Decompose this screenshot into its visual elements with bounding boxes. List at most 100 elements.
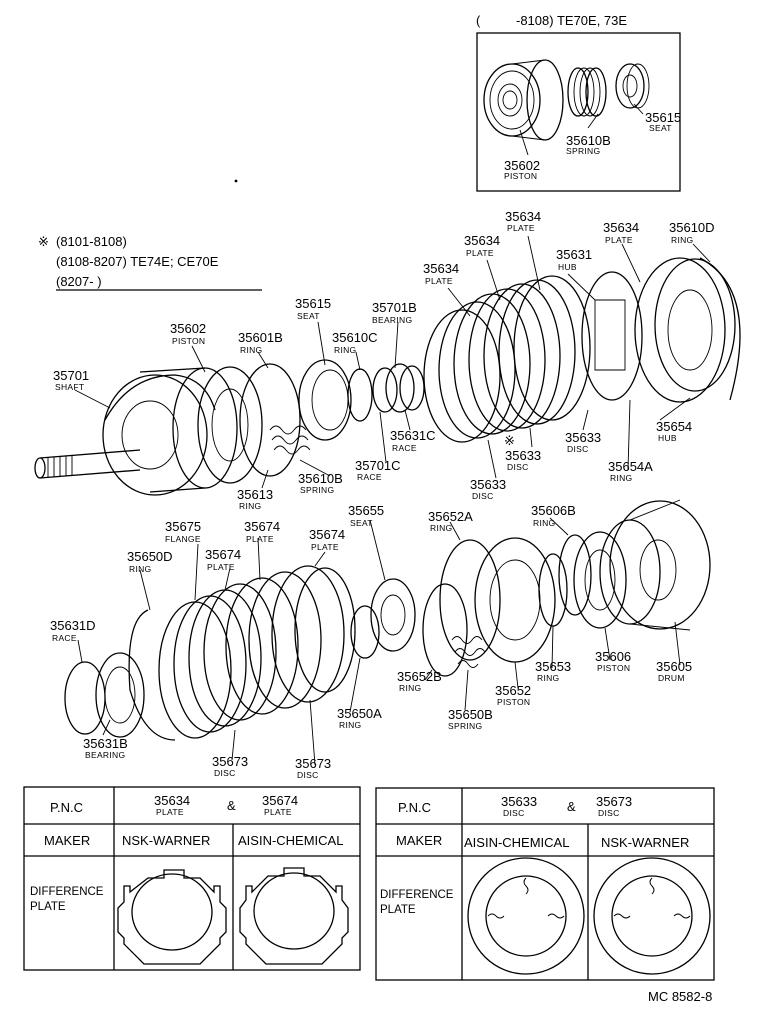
table-left-pnc1: 35634 xyxy=(154,793,190,808)
label-name-35606b: RING xyxy=(533,518,555,528)
upper-assembly xyxy=(34,257,741,496)
label-name-35673b: DISC xyxy=(297,770,319,780)
label-pnc-35655: 35655 xyxy=(348,503,384,518)
table-left-pnc1-name: PLATE xyxy=(156,807,184,817)
disc-outline-nsk xyxy=(593,857,711,975)
ring-35650d-drawing xyxy=(128,609,176,741)
table-right-diff-line1: DIFFERENCE xyxy=(380,889,454,901)
ring-35610c-drawing xyxy=(347,368,373,422)
label-pnc-35613: 35613 xyxy=(237,487,273,502)
label-pnc-35634c: 35634 xyxy=(423,261,459,276)
label-pnc-35602: 35602 xyxy=(170,321,206,336)
table-right-maker-header: MAKER xyxy=(396,833,442,848)
note-line1: (8101-8108) xyxy=(56,234,127,249)
table-left-maker-header: MAKER xyxy=(44,833,90,848)
label-name-35652: PISTON xyxy=(497,697,530,707)
inset-pnc-35615: 35615 xyxy=(645,110,681,125)
label-name-35634a: PLATE xyxy=(507,223,535,233)
table-left-diff-line1: DIFFERENCE xyxy=(30,886,104,898)
note-mark: ※ xyxy=(38,234,49,249)
label-name-35674b: PLATE xyxy=(311,542,339,552)
label-pnc-35674a: 35674 xyxy=(244,519,280,534)
piston-35606-drawing xyxy=(573,531,627,629)
table-left-pnc-header: P.N.C xyxy=(50,800,83,815)
label-name-35653: RING xyxy=(537,673,559,683)
inset-panel: ( -8108) TE70E, 73E 35615 SEAT 35610B xyxy=(476,13,681,192)
label-pnc-35674b: 35674 xyxy=(309,527,345,542)
plate-outline-nsk xyxy=(117,869,227,965)
ring-35650a-drawing xyxy=(350,605,380,659)
label-name-35610b: SPRING xyxy=(300,485,334,495)
table-right-maker2: NSK-WARNER xyxy=(601,835,689,850)
clutch-pack-lower-drawing xyxy=(158,565,356,739)
note-line3: (8207- ) xyxy=(56,274,102,289)
label-name-35673a: DISC xyxy=(214,768,236,778)
label-pnc-35610d: 35610D xyxy=(669,220,715,235)
label-pnc-35654: 35654 xyxy=(656,419,692,434)
inset-border xyxy=(476,32,681,192)
label-name-35634d: PLATE xyxy=(605,235,633,245)
inset-pnc-35602: 35602 xyxy=(504,158,540,173)
label-name-35655: SEAT xyxy=(350,518,373,528)
piston-35652-drawing xyxy=(474,537,556,663)
bearing-35631b-drawing xyxy=(95,652,145,738)
piston-35602-drawing xyxy=(139,366,263,493)
inset-name-piston: PISTON xyxy=(504,171,537,181)
label-name-35613: RING xyxy=(239,501,261,511)
inset-seat-drawing xyxy=(615,63,650,109)
label-name-35701c: RACE xyxy=(357,472,382,482)
ring-35606b-drawing xyxy=(558,534,592,616)
label-pnc-35633b: 35633 xyxy=(565,430,601,445)
label-name-35633b: DISC xyxy=(567,444,589,454)
label-name-35654a: RING xyxy=(610,473,632,483)
label-name-35615: SEAT xyxy=(297,311,320,321)
label-pnc-35652b: 35652B xyxy=(397,669,442,684)
ring-35652a-drawing xyxy=(439,539,501,661)
label-name-35650a: RING xyxy=(339,720,361,730)
spring-35650b-drawing xyxy=(451,636,486,668)
label-pnc-35631b: 35631B xyxy=(83,736,128,751)
hub-35654-drawing xyxy=(634,257,736,403)
part-labels: 35634 PLATE 35634 PLATE 35634 PLATE 3563… xyxy=(50,209,715,780)
shaft-drawing xyxy=(34,374,216,496)
label-pnc-35652: 35652 xyxy=(495,683,531,698)
footer-code: MC 8582-8 xyxy=(648,989,712,1004)
table-right-pnc2: 35673 xyxy=(596,794,632,809)
label-pnc-35653: 35653 xyxy=(535,659,571,674)
inset-title: -8108) TE70E, 73E xyxy=(516,13,627,28)
label-pnc-35631: 35631 xyxy=(556,247,592,262)
table-discs: MAKER P.N.C 35633 DISC & 35673 DISC AISI… xyxy=(375,787,715,981)
label-name-35610c: RING xyxy=(334,345,356,355)
label-pnc-35633a: 35633 xyxy=(505,448,541,463)
drum-35605-drawing xyxy=(599,499,711,631)
label-name-35701b: BEARING xyxy=(372,315,412,325)
label-pnc-35634a: 35634 xyxy=(505,209,541,224)
label-name-35674c: PLATE xyxy=(207,562,235,572)
table-left-maker2: AISIN-CHEMICAL xyxy=(238,833,343,848)
label-pnc-35634b: 35634 xyxy=(464,233,500,248)
label-name-35652b: RING xyxy=(399,683,421,693)
table-right-pnc2-name: DISC xyxy=(598,808,620,818)
ring-35652b-drawing xyxy=(422,583,468,677)
lower-assembly xyxy=(64,499,711,741)
table-left-diff-line2: PLATE xyxy=(30,901,66,913)
ring-35610d-drawing xyxy=(699,257,741,401)
speck xyxy=(234,179,238,183)
hub-35631-drawing xyxy=(581,271,643,401)
label-pnc-35601b: 35601B xyxy=(238,330,283,345)
label-name-35654: HUB xyxy=(658,433,677,443)
table-left-pnc2: 35674 xyxy=(262,793,298,808)
inset-name-seat: SEAT xyxy=(649,123,672,133)
table-plates: P.N.C 35634 PLATE & 35674 PLATE MAKER NS… xyxy=(23,786,361,971)
inset-name-spring: SPRING xyxy=(566,146,600,156)
inset-piston-drawing xyxy=(483,59,564,141)
label-name-35610d: RING xyxy=(671,235,693,245)
inset-pnc-35610b: 35610B xyxy=(566,133,611,148)
inset-spring-drawing xyxy=(567,67,607,117)
table-left-amp: & xyxy=(227,798,236,813)
label-name-35631b: BEARING xyxy=(85,750,125,760)
label-name-35634b: PLATE xyxy=(466,248,494,258)
label-pnc-35631c: 35631C xyxy=(390,428,436,443)
label-name-35606: PISTON xyxy=(597,663,630,673)
